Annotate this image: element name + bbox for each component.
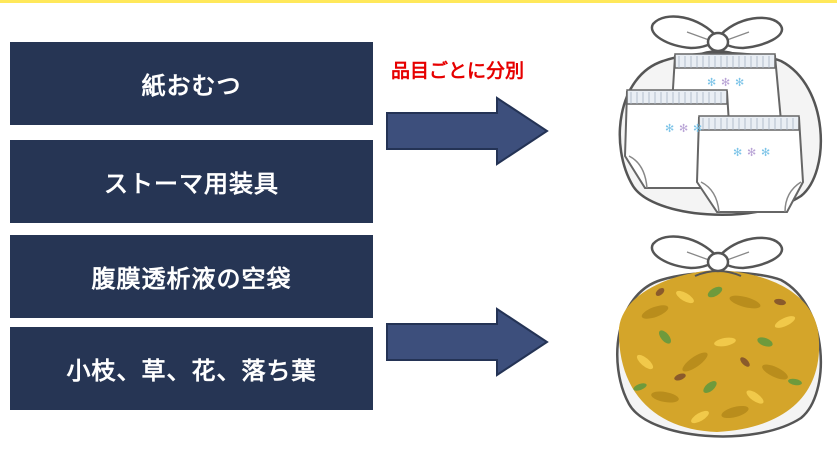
svg-text:✻: ✻ xyxy=(693,122,702,135)
svg-text:✻: ✻ xyxy=(747,146,756,159)
bag-of-leaves-icon xyxy=(616,235,823,438)
svg-text:✻: ✻ xyxy=(733,146,742,159)
sort-by-item-caption: 品目ごとに分別 xyxy=(391,60,525,82)
svg-text:✻: ✻ xyxy=(721,76,730,89)
label-yard-waste: 小枝、草、花、落ち葉 xyxy=(10,327,373,410)
svg-text:✻: ✻ xyxy=(761,146,770,159)
label-diapers: 紙おむつ xyxy=(10,42,373,125)
svg-text:✻: ✻ xyxy=(735,76,744,89)
svg-text:✻: ✻ xyxy=(665,122,674,135)
svg-text:✻: ✻ xyxy=(707,76,716,89)
right-arrow-icon xyxy=(386,96,549,166)
svg-text:✻: ✻ xyxy=(679,122,688,135)
label-dialysis-bags: 腹膜透析液の空袋 xyxy=(10,235,373,318)
top-rule xyxy=(0,0,837,3)
bag-of-diapers-icon: ✻ ✻ ✻ ✻ ✻ ✻ ✻ ✻ ✻ xyxy=(618,15,823,216)
right-arrow-icon xyxy=(386,307,549,377)
label-ostomy-supplies: ストーマ用装具 xyxy=(10,140,373,223)
